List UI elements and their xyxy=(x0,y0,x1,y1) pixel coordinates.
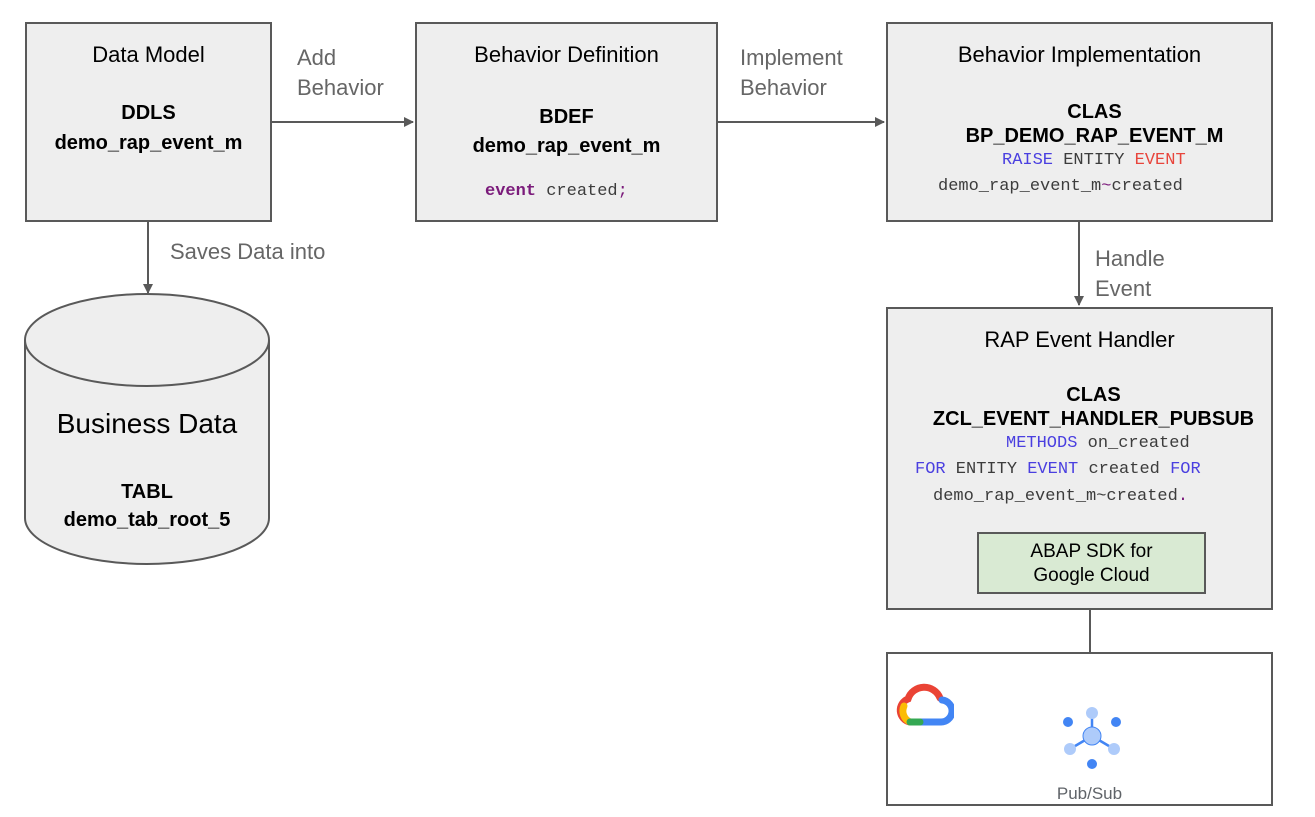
handle-event-label: Handle Event xyxy=(1095,244,1165,304)
handle-event-line1: Handle xyxy=(1095,246,1165,271)
implement-behavior-line1: Implement xyxy=(740,45,843,70)
code-entity: ENTITY xyxy=(1053,151,1135,170)
behavior-definition-title: Behavior Definition xyxy=(474,42,659,67)
implement-behavior-label: Implement Behavior xyxy=(740,43,843,103)
code-keyword-event: event xyxy=(485,182,537,201)
code-tilde: ~ xyxy=(1101,177,1112,196)
handler-code-line1: METHODS on_created xyxy=(1006,431,1190,457)
add-behavior-label: Add Behavior xyxy=(297,43,384,103)
business-data-cylinder xyxy=(24,293,270,565)
code-created-name: created xyxy=(1111,177,1183,196)
code-created: created xyxy=(536,182,618,201)
code-event-2: EVENT xyxy=(1027,460,1079,479)
behavior-implementation-name: BP_DEMO_RAP_EVENT_M xyxy=(965,125,1224,147)
google-cloud-logo-icon xyxy=(896,683,954,726)
behavior-implementation-title: Behavior Implementation xyxy=(957,42,1202,67)
code-entity-created: demo_rap_event_m~created xyxy=(933,487,1178,506)
code-on-created: on_created xyxy=(1077,434,1190,453)
pubsub-label: Pub/Sub xyxy=(1056,784,1123,803)
business-data-title: Business Data xyxy=(56,408,238,439)
code-semicolon: ; xyxy=(617,182,628,201)
event-handler-name: ZCL_EVENT_HANDLER_PUBSUB xyxy=(932,408,1255,430)
event-handler-box: RAP Event Handler CLAS ZCL_EVENT_HANDLER… xyxy=(886,307,1273,610)
behavior-definition-box: Behavior Definition BDEF demo_rap_event_… xyxy=(415,22,718,222)
add-behavior-line1: Add xyxy=(297,45,337,70)
code-methods: METHODS xyxy=(1006,434,1078,453)
google-cloud-box: Pub/Sub xyxy=(886,652,1273,806)
data-model-box: Data Model DDLS demo_rap_event_m xyxy=(25,22,272,222)
code-for-1: FOR xyxy=(915,460,946,479)
add-behavior-line2: Behavior xyxy=(297,75,384,100)
code-entity-name: demo_rap_event_m xyxy=(938,177,1102,196)
handler-code-line3: demo_rap_event_m~created. xyxy=(933,484,1188,510)
data-model-type: DDLS xyxy=(121,102,176,124)
code-entity-2: ENTITY xyxy=(945,460,1028,479)
behavior-definition-type: BDEF xyxy=(539,106,594,128)
handle-event-line2: Event xyxy=(1095,276,1152,301)
code-event: EVENT xyxy=(1134,151,1186,170)
handler-code-line2: FOR ENTITY EVENT created FOR xyxy=(915,457,1201,483)
business-data-name: demo_tab_root_5 xyxy=(63,509,231,531)
code-for-2: FOR xyxy=(1170,460,1201,479)
event-handler-type: CLAS xyxy=(1066,384,1121,406)
business-data-type: TABL xyxy=(121,481,173,503)
behavior-implementation-type: CLAS xyxy=(1067,101,1122,123)
raise-event-code-line1: RAISE ENTITY EVENT xyxy=(1002,148,1186,174)
abap-sdk-line2: Google Cloud xyxy=(1033,565,1150,586)
code-raise: RAISE xyxy=(1002,151,1054,170)
abap-sdk-box: ABAP SDK for Google Cloud xyxy=(977,532,1206,594)
abap-sdk-line1: ABAP SDK for xyxy=(1030,541,1153,562)
data-model-name: demo_rap_event_m xyxy=(54,132,243,154)
event-handler-title: RAP Event Handler xyxy=(984,327,1175,352)
data-model-title: Data Model xyxy=(92,42,205,67)
code-period: . xyxy=(1177,487,1189,506)
pubsub-icon xyxy=(1063,707,1121,769)
raise-event-code-line2: demo_rap_event_m~created xyxy=(938,174,1183,200)
code-created-2: created xyxy=(1078,460,1171,479)
behavior-definition-code: event created; xyxy=(485,179,628,205)
behavior-implementation-box: Behavior Implementation CLAS BP_DEMO_RAP… xyxy=(886,22,1273,222)
saves-data-label: Saves Data into xyxy=(170,239,326,264)
implement-behavior-line2: Behavior xyxy=(740,75,827,100)
behavior-definition-name: demo_rap_event_m xyxy=(472,135,661,157)
